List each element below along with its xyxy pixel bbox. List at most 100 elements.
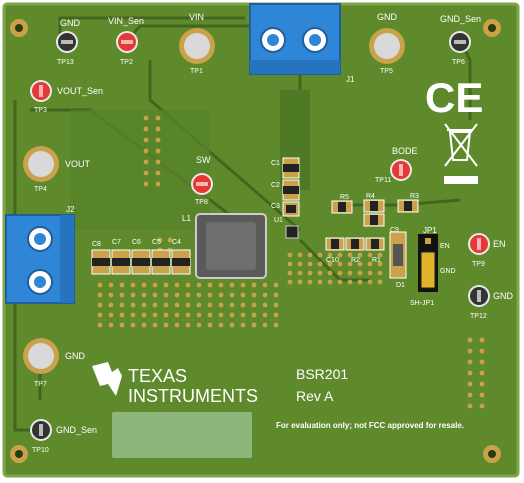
via [307, 279, 313, 285]
test-point-tp7-pad[interactable] [23, 338, 59, 374]
test-point-tp9-probe[interactable] [468, 233, 490, 255]
tp4-net-label: VOUT [65, 159, 91, 169]
via [467, 348, 473, 354]
via [347, 261, 353, 267]
via [251, 322, 257, 328]
label-jp1-gnd: GND [440, 268, 456, 275]
test-point-tp1-pad[interactable] [179, 28, 215, 64]
via [273, 312, 279, 318]
via [347, 252, 353, 258]
via [262, 302, 268, 308]
via [130, 282, 136, 288]
tp1-net-label: VIN [189, 12, 204, 22]
output-capacitors [91, 249, 191, 275]
via [467, 337, 473, 343]
jumper-jp1[interactable] [418, 234, 438, 292]
ti-logo-icon [92, 362, 122, 396]
via [240, 292, 246, 298]
test-point-tp12-probe[interactable] [468, 285, 490, 307]
ground-pour [70, 110, 210, 230]
label-c8: C8 [92, 241, 101, 248]
via [479, 337, 485, 343]
via [317, 261, 323, 267]
via [108, 322, 114, 328]
tp2-net-label: VIN_Sen [108, 16, 144, 26]
via [155, 126, 161, 132]
via [97, 312, 103, 318]
via [367, 270, 373, 276]
via [327, 252, 333, 258]
via [218, 312, 224, 318]
via [163, 292, 169, 298]
board-revision: Rev A [296, 388, 334, 404]
via [207, 312, 213, 318]
via [273, 322, 279, 328]
via [273, 292, 279, 298]
test-point-tp8-probe[interactable] [191, 173, 213, 195]
via [297, 270, 303, 276]
via [196, 302, 202, 308]
via [207, 282, 213, 288]
tp6-id-label: TP6 [452, 59, 465, 66]
label-d1: D1 [396, 282, 405, 289]
tp10-id-label: TP10 [32, 447, 49, 454]
terminal-block-j1[interactable] [249, 3, 341, 75]
label-l1: L1 [182, 214, 191, 223]
via [262, 322, 268, 328]
via [119, 302, 125, 308]
test-point-tp10-probe[interactable] [30, 419, 52, 441]
board-name: BSR201 [296, 366, 348, 382]
tp13-net-label: GND [60, 18, 81, 28]
tp3-net-label: VOUT_Sen [57, 86, 103, 96]
input-capacitors [282, 157, 300, 217]
test-point-tp6-probe[interactable] [449, 31, 471, 53]
weee-bin-icon [444, 123, 478, 167]
via [119, 312, 125, 318]
via [152, 302, 158, 308]
via [185, 282, 191, 288]
via [185, 302, 191, 308]
test-point-tp3-probe[interactable] [30, 80, 52, 102]
via [357, 279, 363, 285]
via [337, 270, 343, 276]
via [155, 137, 161, 143]
test-point-tp11-probe[interactable] [390, 159, 412, 181]
via [327, 270, 333, 276]
small-passives [325, 199, 419, 251]
label-c6: C6 [132, 239, 141, 246]
via [143, 126, 149, 132]
ic-u1 [285, 225, 299, 239]
label-c5: C5 [152, 239, 161, 246]
via [163, 312, 169, 318]
via [367, 252, 373, 258]
via [347, 279, 353, 285]
test-point-tp13-probe[interactable] [56, 31, 78, 53]
via [196, 282, 202, 288]
via [251, 292, 257, 298]
via [97, 292, 103, 298]
via [218, 282, 224, 288]
label-c2: C2 [271, 182, 280, 189]
terminal-block-j2[interactable] [5, 214, 75, 304]
via [251, 312, 257, 318]
test-point-tp5-pad[interactable] [369, 28, 405, 64]
via [251, 302, 257, 308]
via [357, 252, 363, 258]
tp10-net-label: GND_Sen [56, 425, 97, 435]
via [297, 252, 303, 258]
tp12-net-label: GND [493, 291, 514, 301]
via [174, 322, 180, 328]
disclaimer-text: For evaluation only; not FCC approved fo… [276, 421, 464, 430]
via [229, 322, 235, 328]
test-point-tp2-probe[interactable] [116, 31, 138, 53]
serial-marking-area [112, 412, 252, 458]
via [119, 292, 125, 298]
via [141, 322, 147, 328]
via [467, 359, 473, 365]
test-point-tp4-pad[interactable] [23, 146, 59, 182]
via [229, 292, 235, 298]
label-c3: C3 [271, 203, 280, 210]
via [196, 312, 202, 318]
label-c7: C7 [112, 239, 121, 246]
via [143, 181, 149, 187]
